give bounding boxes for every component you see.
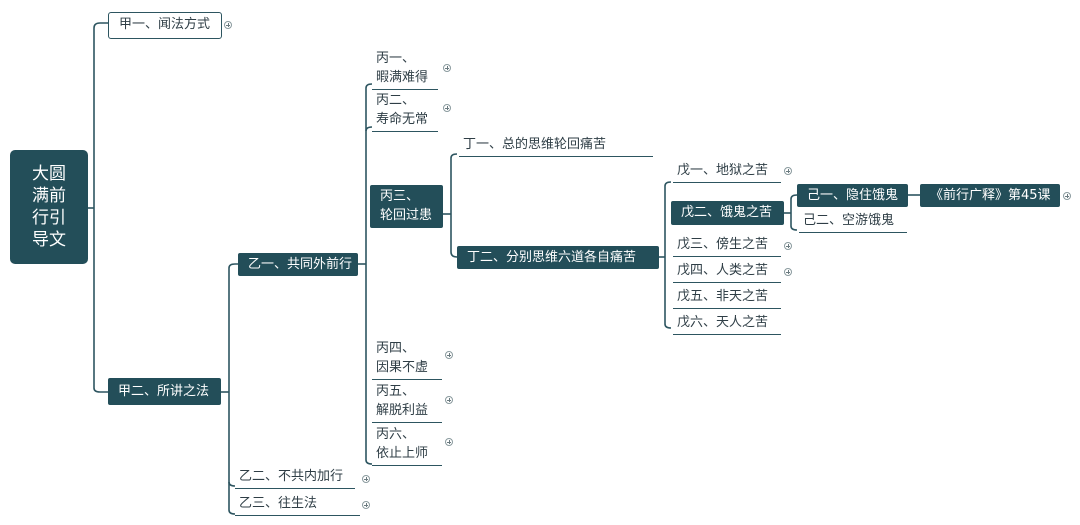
expand-icon[interactable] — [362, 475, 370, 483]
expand-icon[interactable] — [443, 64, 451, 72]
node-bing3-line-2: 轮回过患 — [380, 208, 433, 223]
node-yi1[interactable]: 乙一、共同外前行 — [238, 253, 358, 276]
root-line-4: 导文 — [32, 230, 66, 250]
root-line-1: 大圆 — [32, 164, 66, 184]
node-bing6-line-1: 丙六、 — [376, 427, 416, 442]
node-bing2-line-2: 寿命无常 — [376, 112, 429, 127]
root-node[interactable]: 大圆 满前 行引 导文 — [10, 150, 88, 264]
node-bing6-line-2: 依止上师 — [376, 446, 429, 461]
node-bing1[interactable]: 丙一、 暇满难得 — [372, 49, 438, 90]
expand-icon[interactable] — [445, 396, 453, 404]
node-wu2[interactable]: 戊二、饿鬼之苦 — [671, 201, 784, 225]
node-bing1-line-2: 暇满难得 — [376, 70, 429, 85]
node-jia2[interactable]: 甲二、所讲之法 — [108, 378, 221, 405]
node-yi1-label: 乙一、共同外前行 — [248, 257, 353, 272]
node-ji1-label: 己一、隐住饿鬼 — [807, 188, 899, 203]
node-ding2[interactable]: 丁二、分别思维六道各自痛苦 — [457, 246, 659, 269]
expand-icon[interactable] — [784, 268, 792, 276]
node-bing3-line-1: 丙三、 — [380, 189, 420, 204]
node-bing1-line-1: 丙一、 — [376, 51, 416, 66]
root-line-2: 满前 — [32, 186, 66, 206]
node-wu5-label: 戊五、非天之苦 — [677, 289, 769, 304]
expand-icon[interactable] — [362, 501, 370, 509]
node-bing5-line-1: 丙五、 — [376, 384, 416, 399]
node-jia2-label: 甲二、所讲之法 — [118, 384, 210, 399]
node-yi2-label: 乙二、不共内加行 — [239, 469, 344, 484]
node-bing5-line-2: 解脱利益 — [376, 403, 429, 418]
node-bing4-line-2: 因果不虚 — [376, 360, 429, 375]
node-wu6-label: 戊六、天人之苦 — [677, 315, 769, 330]
node-bing3[interactable]: 丙三、 轮回过患 — [370, 185, 443, 228]
node-wu3[interactable]: 戊三、傍生之苦 — [673, 235, 781, 257]
node-wu5[interactable]: 戊五、非天之苦 — [673, 287, 781, 309]
node-ji2-label: 己二、空游饿鬼 — [803, 213, 895, 228]
node-reference[interactable]: 《前行广释》第45课 — [920, 184, 1060, 207]
expand-icon[interactable] — [443, 104, 451, 112]
expand-icon[interactable] — [445, 438, 453, 446]
node-ding1[interactable]: 丁一、总的思维轮回痛苦 — [459, 135, 653, 157]
node-reference-label: 《前行广释》第45课 — [930, 188, 1051, 203]
node-ji1[interactable]: 己一、隐住饿鬼 — [797, 184, 908, 207]
node-ji2[interactable]: 己二、空游饿鬼 — [799, 211, 907, 233]
node-bing4[interactable]: 丙四、 因果不虚 — [372, 339, 442, 380]
node-wu2-label: 戊二、饿鬼之苦 — [681, 205, 773, 220]
expand-icon[interactable] — [445, 351, 453, 359]
expand-icon[interactable] — [224, 21, 232, 29]
node-ding1-label: 丁一、总的思维轮回痛苦 — [463, 137, 607, 152]
node-wu1-label: 戊一、地狱之苦 — [677, 163, 769, 178]
node-ding2-label: 丁二、分别思维六道各自痛苦 — [467, 250, 637, 265]
expand-icon[interactable] — [1063, 192, 1071, 200]
node-wu4-label: 戊四、人类之苦 — [677, 263, 769, 278]
root-line-3: 行引 — [32, 208, 66, 228]
node-bing2-line-1: 丙二、 — [376, 93, 416, 108]
node-yi2[interactable]: 乙二、不共内加行 — [235, 467, 355, 489]
node-wu6[interactable]: 戊六、天人之苦 — [673, 313, 781, 335]
node-bing2[interactable]: 丙二、 寿命无常 — [372, 91, 438, 132]
node-jia1-label: 甲一、闻法方式 — [119, 17, 211, 32]
node-wu4[interactable]: 戊四、人类之苦 — [673, 261, 781, 283]
node-bing6[interactable]: 丙六、 依止上师 — [372, 425, 442, 466]
expand-icon[interactable] — [784, 167, 792, 175]
node-wu3-label: 戊三、傍生之苦 — [677, 237, 769, 252]
node-yi3[interactable]: 乙三、往生法 — [235, 494, 360, 516]
node-wu1[interactable]: 戊一、地狱之苦 — [673, 161, 781, 183]
expand-icon[interactable] — [784, 242, 792, 250]
node-jia1[interactable]: 甲一、闻法方式 — [108, 12, 222, 39]
node-bing4-line-1: 丙四、 — [376, 341, 416, 356]
node-yi3-label: 乙三、往生法 — [239, 496, 318, 511]
node-bing5[interactable]: 丙五、 解脱利益 — [372, 382, 442, 423]
